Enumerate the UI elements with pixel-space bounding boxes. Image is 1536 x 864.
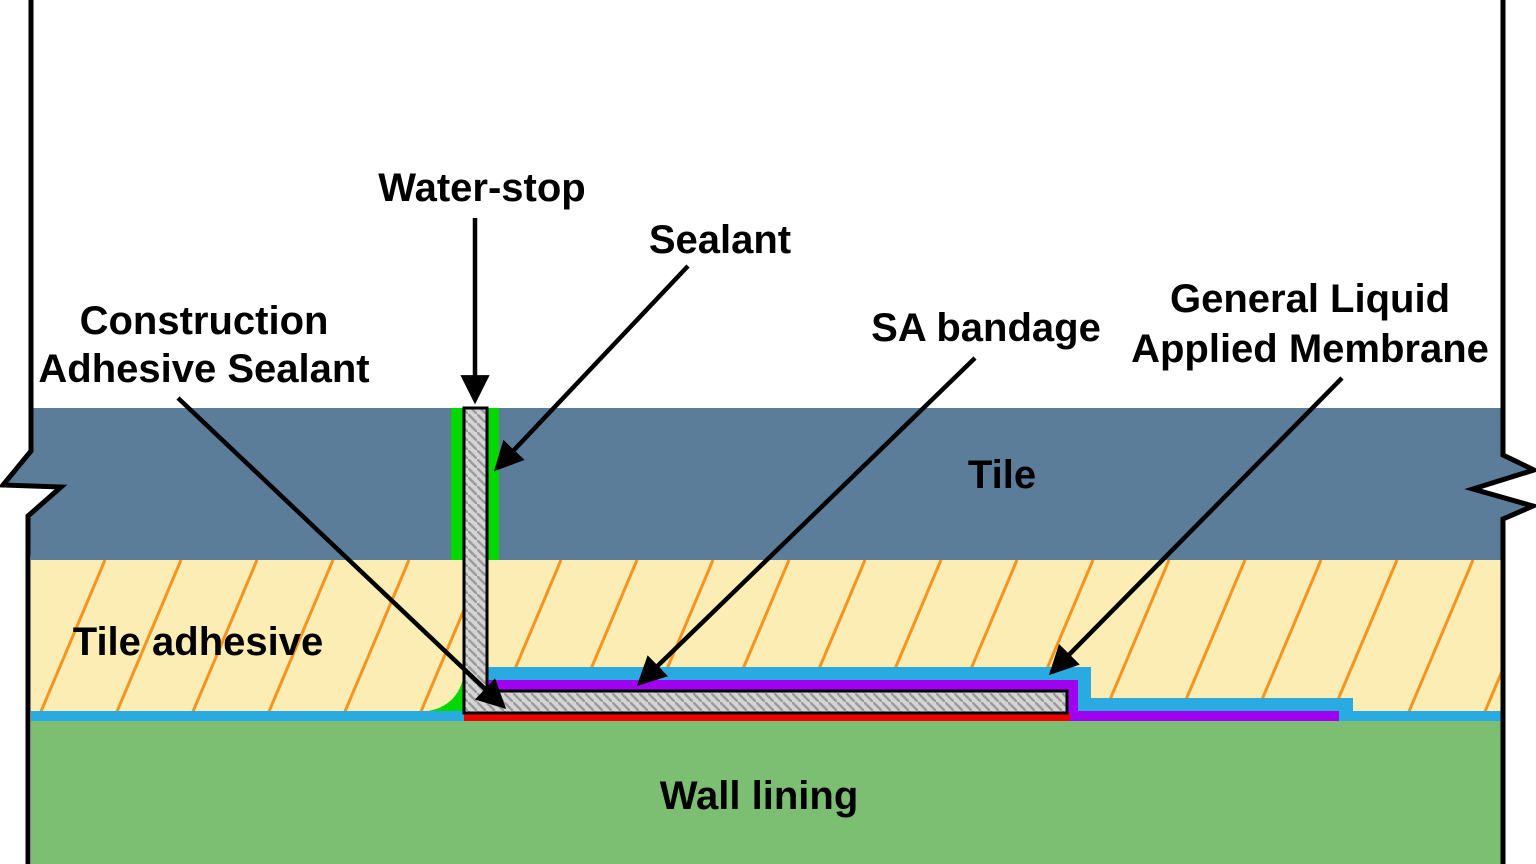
construction-adhesive-sealant-label-line1: Construction [80, 299, 329, 343]
cyan-membrane-right [1351, 711, 1503, 721]
purple-membrane-bottom-run [1078, 709, 1341, 721]
left-border [0, 0, 68, 864]
sealant-strip-left [451, 408, 464, 560]
red-adhesive-layer [464, 713, 1070, 721]
wall-lining-layer [31, 721, 1503, 864]
construction-adhesive-sealant-cove [428, 676, 464, 711]
water-stop-label: Water-stop [378, 166, 585, 210]
right-border [1464, 0, 1536, 864]
cyan-membrane-over-bandage [487, 667, 1080, 680]
construction-adhesive-sealant-label-line2: Adhesive Sealant [38, 347, 369, 391]
construction-adhesive-sealant-arrow [176, 396, 507, 710]
general-liquid-applied-membrane-label-line2: Applied Membrane [1131, 327, 1489, 371]
tile-adhesive-label: Tile adhesive [73, 620, 324, 664]
tile-layer [3, 408, 1534, 560]
sealant-label: Sealant [649, 218, 791, 262]
cyan-membrane-step1 [1078, 667, 1091, 711]
cyan-membrane-step2 [1339, 698, 1353, 721]
cyan-membrane-mid-run [1091, 698, 1351, 711]
wall-lining-label: Wall lining [660, 774, 859, 818]
sa-bandage-arrow [636, 356, 977, 687]
cyan-membrane-left [31, 711, 465, 721]
water-stop-and-sa-bandage [462, 406, 1069, 715]
sa-bandage-label: SA bandage [871, 306, 1101, 350]
sealant-arrow [493, 264, 690, 472]
general-liquid-applied-membrane-arrow [1048, 376, 1344, 676]
tile-label: Tile [968, 453, 1036, 497]
general-liquid-applied-membrane-label-line1: General Liquid [1170, 277, 1450, 321]
